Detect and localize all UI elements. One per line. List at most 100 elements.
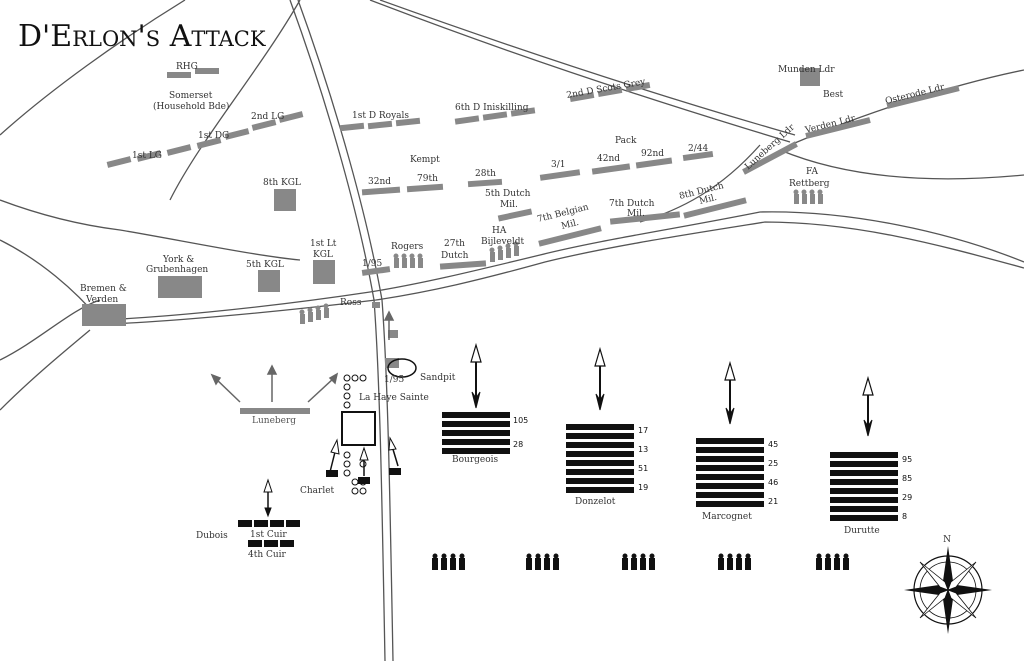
label-1st-dg: 1st DG [198,131,229,141]
unit-inniskilling-2 [482,111,508,121]
label-donzelot-reg-1: 17 [638,426,648,435]
label-bremen: Bremen & [80,284,127,294]
unit-1st-lg [106,156,132,168]
unit-79th [406,183,444,193]
ne-road-edge [379,0,796,136]
french-division-bourgeois [442,412,510,454]
french-division-marcognet [696,438,764,507]
label-dubois: Dubois [196,531,228,541]
unit-royals-2 [367,120,393,130]
label-27th-dutch: Dutch [441,251,469,261]
labels: N RHG Somerset (Household Bde) 1st LG 1s… [80,62,951,560]
label-fa: FA [806,167,818,177]
label-durutte-reg-4: 8 [902,512,907,521]
label-27th: 27th [444,239,465,249]
label-79th: 79th [417,174,438,184]
label-1st-lt: 1st Lt [310,239,337,249]
unit-york [158,276,202,298]
label-bourgeois-reg-1: 105 [513,416,528,425]
label-household: (Household Bde) [153,101,229,112]
unit-8th-dutch [683,197,747,219]
battery-rogers [393,253,423,268]
allied-artillery [299,189,823,324]
label-donzelot-reg-3: 51 [638,464,648,473]
unit-osterode [886,85,960,109]
label-kempt: Kempt [410,155,440,165]
unit-1-95 [361,266,391,276]
label-luneberg: Luneberg [252,416,296,426]
nw-road-1 [0,0,186,136]
french-charlet-units [326,468,401,484]
unit-sandpit [385,358,399,368]
main-road [289,0,386,661]
french-division-donzelot [566,424,634,493]
label-42nd: 42nd [597,154,620,164]
label-rettberg: Rettberg [789,179,830,189]
french-battery-3 [622,553,655,570]
label-somerset: Somerset [169,91,213,101]
french-battery-2 [526,553,559,570]
label-bourgeois: Bourgeois [452,455,499,465]
arrow-durutte [862,375,874,437]
unit-scots-grey [569,91,595,103]
farm-building [341,411,376,446]
unit-2nd-lg-3 [278,111,304,123]
french-division-durutte [830,452,898,521]
unit-lhs-outpost [388,330,398,338]
french-battery-4 [718,553,751,570]
unit-3-1 [539,169,581,181]
label-7th-belgian-mil: Mil. [560,218,580,232]
label-7th-dutch-mil: Mil. [627,209,645,219]
unit-1st-kgl [313,260,335,284]
unit-royals-3 [395,117,421,127]
ohain-road-edge [107,221,1024,325]
arrow-donzelot [594,346,606,411]
label-royals: 1st D Royals [352,111,409,121]
unit-luneberg-ldr [742,141,798,175]
unit-5th-kgl [258,270,280,292]
compass-north-label: N [943,535,951,545]
arrow-bourgeois [470,342,482,409]
w-road [0,199,301,261]
label-1st-lg: 1st LG [132,151,162,161]
label-bijleveldt: Bijleveldt [481,237,525,247]
label-rhg: RHG [176,62,198,72]
unit-2nd-lg-2 [251,119,277,131]
label-charlet: Charlet [300,486,335,496]
unit-1st-dg [166,144,192,156]
french-artillery [432,553,849,570]
label-durutte-reg-1: 95 [902,455,912,464]
unit-inniskilling-3 [510,107,536,117]
label-5th-dutch-mil: Mil. [500,200,518,210]
battery-rettberg [793,189,823,204]
unit-5th-dutch [497,208,533,222]
label-durutte: Durutte [844,526,880,536]
french-battery-1 [432,553,465,570]
map-title: D'Erlon's Attack [18,19,266,54]
label-4th-cuir: 4th Cuir [248,550,287,560]
unit-27th-dutch [439,260,487,270]
sw-road [0,329,91,411]
unit-scots-grey-3 [625,81,651,93]
label-marcognet-reg-1: 45 [768,440,778,449]
label-grubenhagen: Grubenhagen [146,265,208,275]
french-advance-arrows [263,342,874,518]
arrow-charlet-left [329,438,340,473]
unit-royals [339,122,365,132]
la-haye-sainte-farm [341,374,376,495]
unit-bremen [82,304,126,326]
arrow-dubois [263,478,273,518]
label-1st-cuir: 1st Cuir [250,530,287,540]
label-3-1: 3/1 [551,160,565,170]
nw-road-3 [0,299,101,361]
unit-ross-guns [372,302,380,308]
unit-2nd-lg [224,128,250,140]
label-2nd-lg: 2nd LG [251,112,284,122]
arrow-charlet-right [388,436,399,467]
nw-road-2 [169,0,301,201]
unit-rhg [167,72,191,78]
label-marcognet-reg-4: 21 [768,497,778,506]
unit-1st-lg-2 [136,150,162,162]
